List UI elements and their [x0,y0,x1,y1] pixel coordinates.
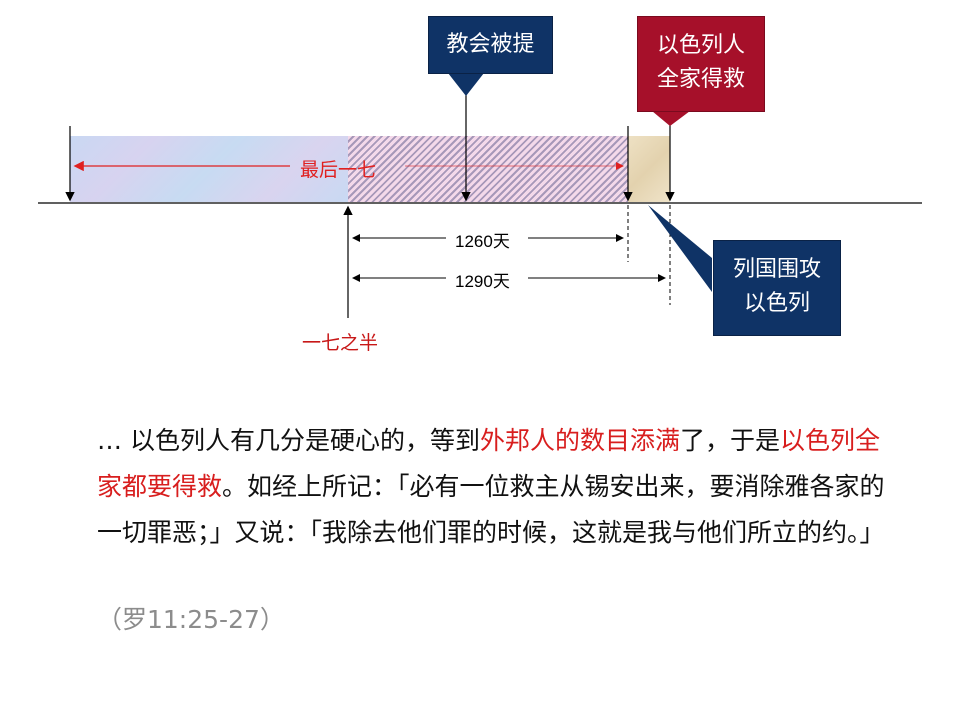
span-1260-label: 1260天 [451,227,514,252]
callout-israel-saved: 以色列人 全家得救 [637,16,765,112]
callout-israel-saved-line2: 全家得救 [656,67,745,92]
last-week-label: 最后一七 [300,159,377,181]
quote-seg1: … 以色列人有几分是硬心的，等到 [97,426,480,455]
quote-seg5: 。如经上所记：「必有一位救主从锡安出来，要消除雅各家的一切罪恶；」又说：「我除去… [97,472,885,547]
quote-highlight-gentiles: 外邦人的数目添满 [479,426,680,455]
callout-rapture: 教会被提 [428,16,553,74]
quote-highlight-israel: 以色列全家都要得救 [97,426,880,501]
callout-siege: 列国围攻 以色列 [713,240,841,336]
timeline-band-hatched [348,136,628,202]
half-week-label: 一七之半 [302,332,379,354]
callout-rapture-text: 教会被提 [446,32,535,57]
callout-siege-line2: 以色列 [743,291,810,316]
callout-siege-line1: 列国围攻 [732,257,821,282]
quote-seg3: 了，于是 [679,426,780,455]
scripture-quote: … 以色列人有几分是硬心的，等到外邦人的数目添满了，于是以色列全家都要得救。如经… [97,418,897,556]
callout-israel-saved-line1: 以色列人 [656,33,745,58]
timeline-band-before [70,136,348,202]
scripture-reference: （罗11:25-27） [97,605,285,634]
timeline-band-siege [628,136,670,202]
span-1290-label: 1290天 [451,267,514,292]
